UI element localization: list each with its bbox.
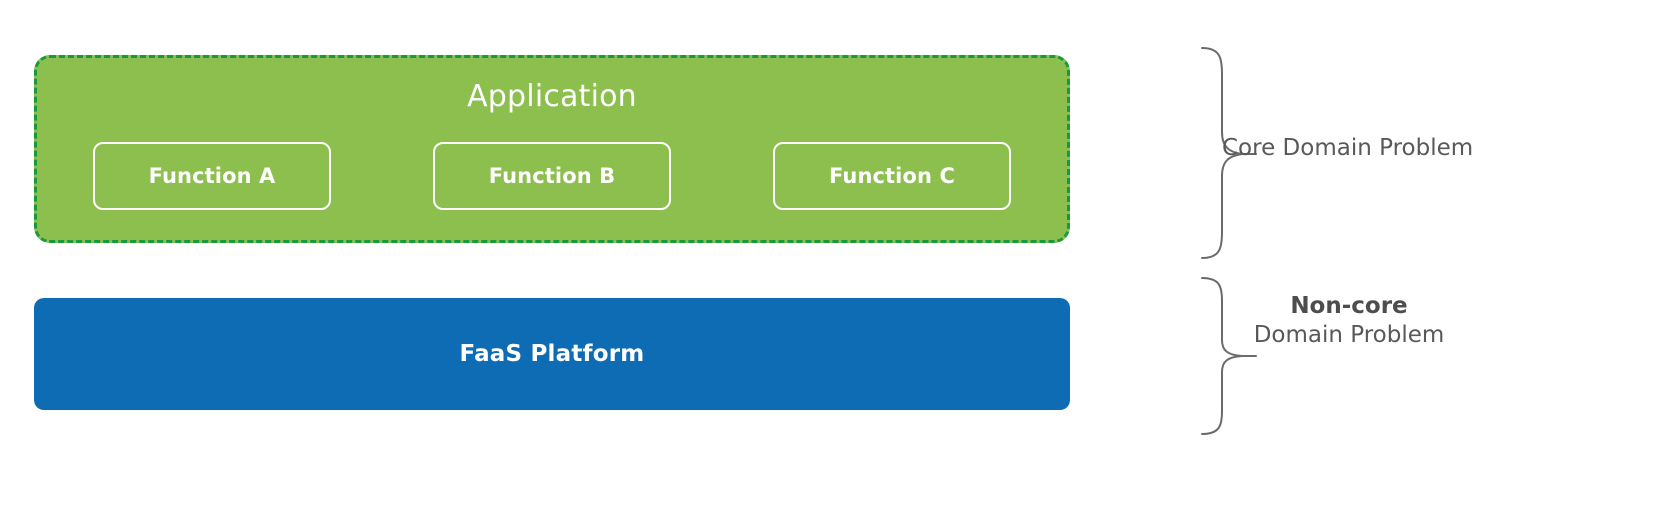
core-domain-brace-icon xyxy=(1190,40,1270,265)
annotation-core-domain: Core Domain Problem xyxy=(1222,134,1473,163)
function-box-a[interactable]: Function A xyxy=(93,142,331,210)
annotation-core-domain-text: Core Domain Problem xyxy=(1222,135,1474,161)
function-box-b[interactable]: Function B xyxy=(433,142,671,210)
function-box-a-label: Function A xyxy=(148,164,276,188)
application-layer: Application Function A Function B Functi… xyxy=(34,55,1070,243)
noncore-domain-brace-icon xyxy=(1190,272,1270,440)
annotation-noncore-emphasis: Non-core xyxy=(1290,293,1408,319)
function-row: Function A Function B Function C xyxy=(37,142,1067,210)
application-title: Application xyxy=(467,79,637,114)
platform-layer: FaaS Platform xyxy=(34,298,1070,410)
annotation-noncore-domain: Non-core Domain Problem xyxy=(1245,292,1453,351)
function-box-c-label: Function C xyxy=(829,164,955,188)
function-box-b-label: Function B xyxy=(488,164,616,188)
function-box-c[interactable]: Function C xyxy=(773,142,1011,210)
platform-layer-label: FaaS Platform xyxy=(459,341,645,367)
annotation-noncore-text: Domain Problem xyxy=(1253,322,1445,349)
